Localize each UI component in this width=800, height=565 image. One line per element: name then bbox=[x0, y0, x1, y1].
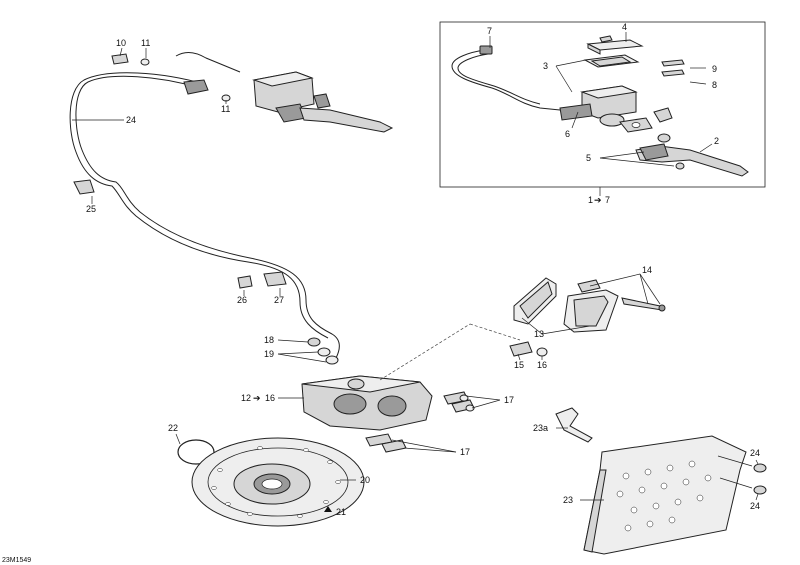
caliper-banjo bbox=[347, 378, 365, 390]
inset-piston-bore bbox=[559, 103, 593, 121]
guard-side bbox=[583, 469, 607, 553]
brake-hose bbox=[75, 75, 340, 359]
pad-spring bbox=[577, 279, 601, 293]
brake-pad-left-friction bbox=[519, 281, 553, 319]
cap-16 bbox=[536, 347, 548, 357]
assembly-dashline bbox=[379, 323, 471, 381]
inset-brake-line-inner bbox=[457, 53, 541, 105]
callout-20: 20 bbox=[360, 475, 370, 485]
callout-12: 12 bbox=[241, 393, 251, 403]
document-code: 23M1549 bbox=[2, 557, 31, 564]
pad-pin-14 bbox=[621, 297, 663, 311]
caliper-piston-a bbox=[333, 393, 367, 415]
brake-hose-outer bbox=[69, 72, 329, 339]
guard-bracket-23a bbox=[555, 407, 593, 443]
hose-clip-26 bbox=[237, 275, 253, 289]
brake-guard-23 bbox=[583, 435, 747, 555]
inset-boot bbox=[599, 113, 625, 127]
callout-21: 21 bbox=[336, 507, 346, 517]
switch-wire bbox=[175, 51, 241, 73]
brake-disc-rim bbox=[207, 447, 349, 517]
brake-lever bbox=[299, 107, 394, 133]
inset-diaphragm-inner bbox=[590, 56, 632, 67]
master-cylinder-top bbox=[252, 71, 314, 87]
inset-callout-3: 3 bbox=[543, 61, 548, 71]
arrow-12-16: ➔ bbox=[253, 393, 261, 403]
inset-master-cylinder-top bbox=[580, 85, 638, 99]
bleeder-15 bbox=[509, 341, 533, 357]
banjo-bolt-10 bbox=[111, 53, 129, 65]
pad-leaders bbox=[517, 273, 661, 361]
inset-callout-8: 8 bbox=[712, 80, 717, 90]
callout-17-upper: 17 bbox=[504, 395, 514, 405]
inset-callout-9: 9 bbox=[712, 64, 717, 74]
washer-19b bbox=[325, 355, 339, 365]
inset-cap-edge bbox=[587, 43, 601, 55]
brake-pad-right-friction bbox=[573, 295, 609, 327]
inset-callout-7-range: 7 bbox=[605, 195, 610, 205]
lever-pivot bbox=[313, 93, 331, 109]
thread-lock-mark bbox=[324, 506, 332, 512]
callout-24-lower: 24 bbox=[750, 501, 760, 511]
callout-11-mid: 11 bbox=[221, 104, 230, 114]
inset-brake-line bbox=[451, 49, 601, 115]
inset-callout-6: 6 bbox=[565, 129, 570, 139]
bleeder-18 bbox=[307, 337, 321, 347]
callout-10: 10 bbox=[116, 38, 126, 48]
washer-11-upper bbox=[140, 58, 150, 66]
callout-16: 16 bbox=[537, 360, 547, 370]
washer-19a bbox=[317, 347, 331, 357]
inset-frame bbox=[439, 21, 766, 188]
guard-leaders bbox=[580, 455, 759, 501]
inset-lever-pivot bbox=[639, 143, 669, 161]
inset-callout-2: 2 bbox=[714, 136, 719, 146]
inset-callout-1: 1 bbox=[588, 195, 593, 205]
inset-banjo-fitting bbox=[479, 45, 493, 55]
assembly-dashline-2 bbox=[469, 323, 521, 341]
callout-14: 14 bbox=[642, 265, 652, 275]
callout-13: 13 bbox=[534, 329, 544, 339]
callout-27: 27 bbox=[274, 295, 284, 305]
callout-26: 26 bbox=[237, 295, 247, 305]
callout-labels: 10 11 11 24 25 26 27 18 19 12 ➔ 16 17 17… bbox=[2, 22, 760, 564]
guard-holes bbox=[616, 460, 712, 532]
inset-clamp-hole bbox=[631, 122, 641, 128]
disc-holes bbox=[211, 446, 341, 518]
callout-17-lower: 17 bbox=[460, 447, 470, 457]
callout-19: 19 bbox=[264, 349, 274, 359]
callout-22: 22 bbox=[168, 423, 178, 433]
callout-15: 15 bbox=[514, 360, 524, 370]
inset-arrow-1-7: ➔ bbox=[594, 195, 602, 205]
inset-callout-5: 5 bbox=[586, 153, 591, 163]
inset-screws bbox=[599, 35, 685, 77]
caliper-leaders bbox=[277, 339, 501, 453]
callout-25: 25 bbox=[86, 204, 96, 214]
hose-clip-25 bbox=[73, 179, 95, 195]
inset-nut bbox=[675, 162, 685, 170]
callout-23: 23 bbox=[563, 495, 573, 505]
guard-nut-lower bbox=[753, 485, 767, 495]
inset-hose-end bbox=[653, 107, 673, 123]
callout-23a: 23a bbox=[533, 423, 548, 433]
inset-callout-7: 7 bbox=[487, 26, 492, 36]
pad-pin-head bbox=[658, 304, 666, 312]
hose-clip-27 bbox=[263, 271, 287, 287]
inset-leaders bbox=[489, 32, 713, 196]
inset-callout-4: 4 bbox=[622, 22, 627, 32]
caliper-bolts-17 bbox=[365, 391, 475, 453]
disc-bearing-inner bbox=[261, 478, 283, 490]
o-ring-22 bbox=[177, 439, 215, 465]
main-leaders bbox=[72, 47, 281, 296]
o-ring-leader bbox=[175, 433, 181, 445]
callout-16-range: 16 bbox=[265, 393, 275, 403]
guard-nut-upper bbox=[753, 463, 767, 473]
hose-fitting bbox=[183, 79, 209, 95]
callout-24-hose: 24 bbox=[126, 115, 136, 125]
inset-pivot-bolt bbox=[657, 133, 671, 143]
callout-18: 18 bbox=[264, 335, 274, 345]
caliper-piston-b bbox=[377, 395, 407, 417]
callout-11-top: 11 bbox=[141, 38, 150, 48]
callout-24-upper: 24 bbox=[750, 448, 760, 458]
